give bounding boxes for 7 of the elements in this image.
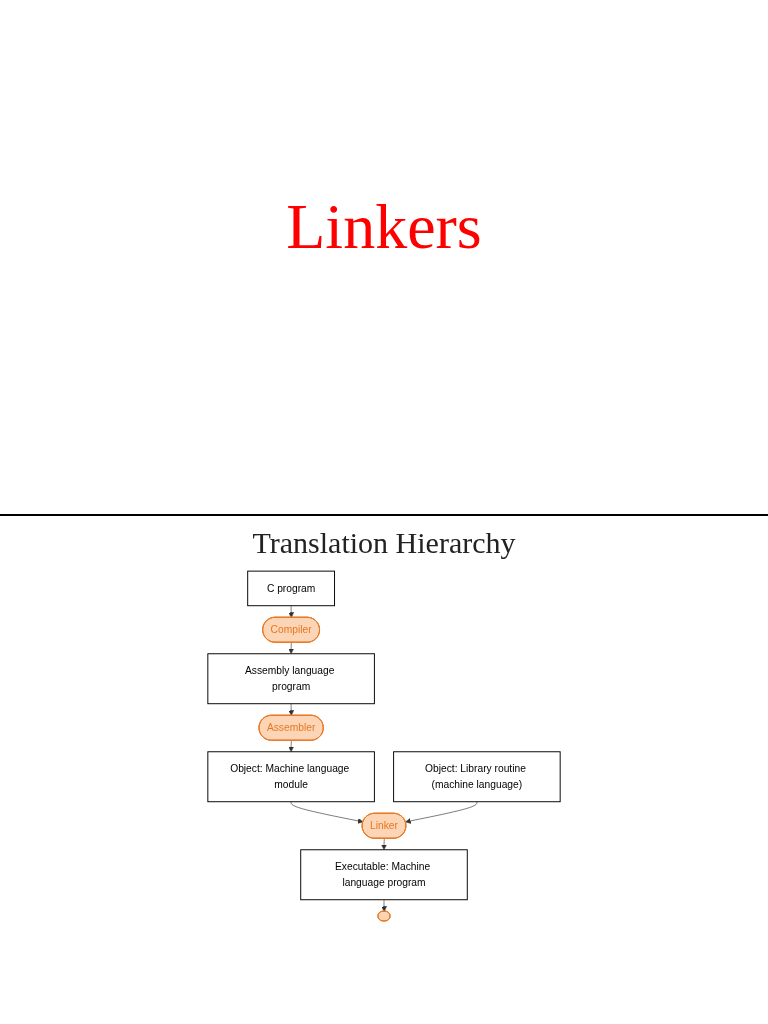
slide-title: Linkers bbox=[285, 190, 483, 264]
node-box: Executable: Machine language program bbox=[300, 849, 468, 901]
node-box: Assembly language program bbox=[207, 653, 375, 705]
node-box: Object: Library routine (machine language) bbox=[393, 751, 561, 803]
node-box: C program bbox=[247, 570, 336, 607]
slide-heading: Translation Hierarchy bbox=[251, 526, 517, 560]
node-box: Object: Machine language module bbox=[207, 751, 375, 803]
